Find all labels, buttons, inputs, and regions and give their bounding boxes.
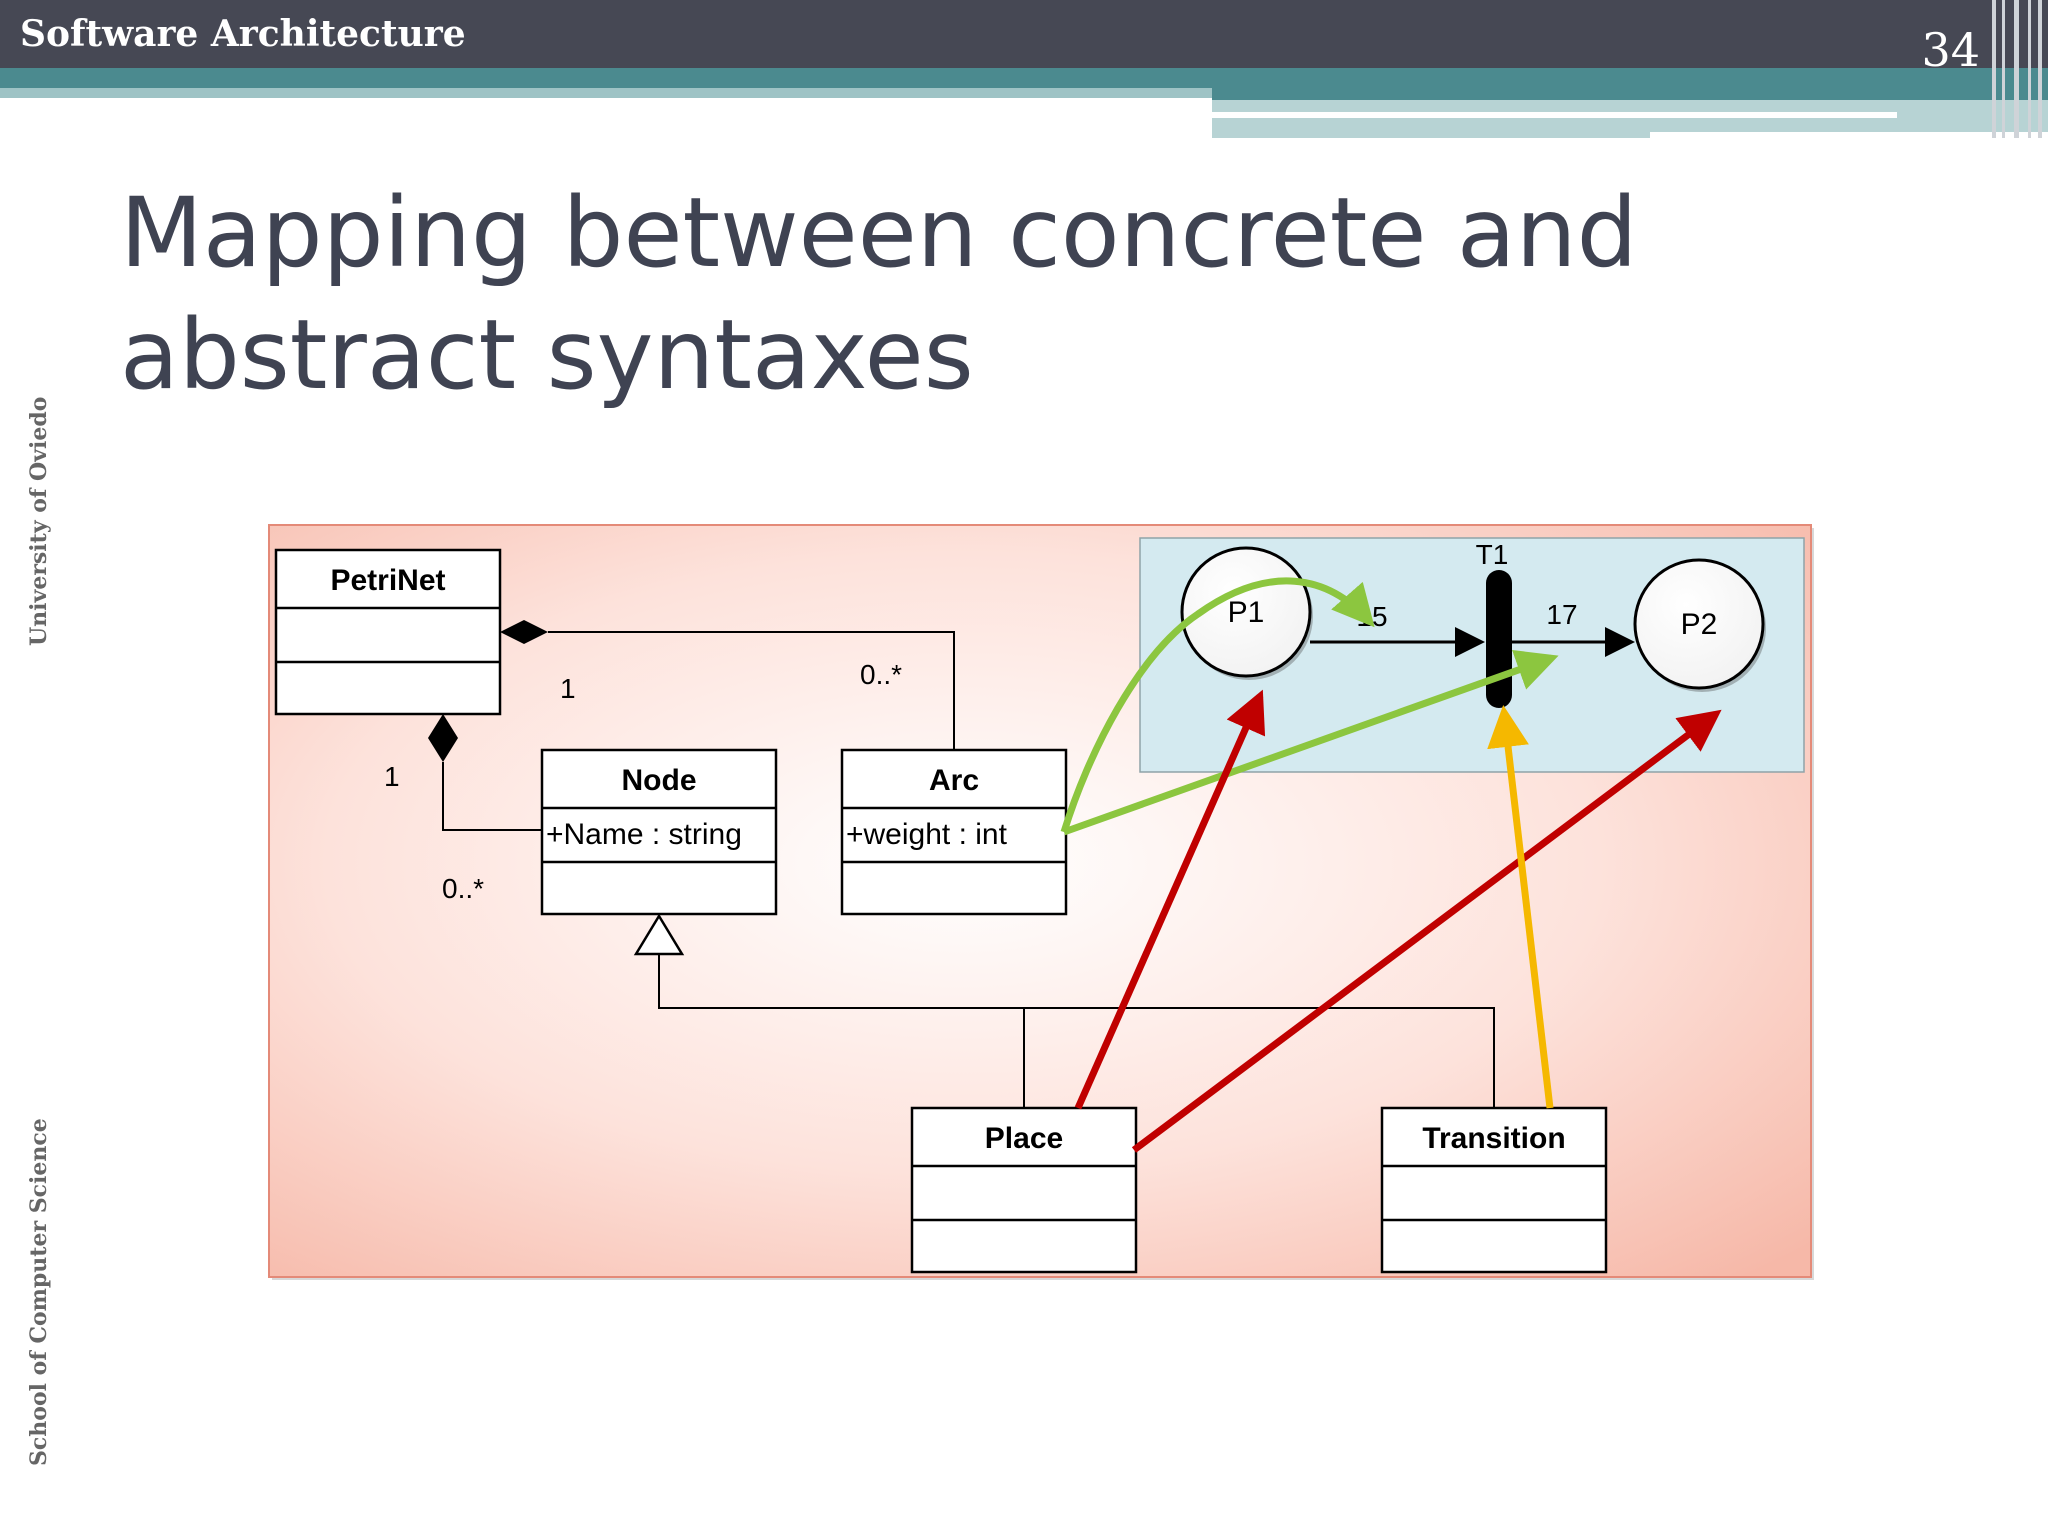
- header-accent-band: [0, 68, 1212, 88]
- class-arc: Arc +weight : int: [840, 748, 1068, 916]
- class-transition-name: Transition: [1422, 1122, 1565, 1155]
- header-accent-band-right: [1212, 68, 2048, 100]
- diagram-canvas: PetriNet Node +Name : string Arc +weight…: [268, 524, 1814, 1280]
- multiplicity-petrinet-node-one: 1: [384, 761, 400, 792]
- multiplicity-petrinet-arc-one: 1: [560, 673, 576, 704]
- petri-transition-t1-label: T1: [1476, 539, 1509, 570]
- class-arc-name: Arc: [929, 764, 979, 797]
- header-accent-line: [1212, 112, 1897, 118]
- class-place-name: Place: [985, 1122, 1063, 1155]
- mapping-diagram: PetriNet Node +Name : string Arc +weight…: [268, 524, 1816, 1284]
- slide-title: Mapping between concrete and abstract sy…: [120, 177, 1638, 411]
- course-title: Software Architecture: [20, 13, 466, 55]
- composition-petrinet-arc: [500, 620, 955, 750]
- header-vertical-stripes: [1990, 0, 2048, 138]
- header-accent-line-2: [1650, 132, 2048, 138]
- petri-arc-weight-out: 17: [1546, 599, 1577, 630]
- class-petrinet-name: PetriNet: [330, 564, 445, 597]
- class-node: Node +Name : string: [540, 748, 778, 916]
- page-number: 34: [1921, 23, 1980, 77]
- mapping-arrow-arc: [1060, 577, 1559, 836]
- class-arc-attribute: +weight : int: [846, 818, 1008, 851]
- class-node-attribute: +Name : string: [546, 818, 742, 851]
- petri-place-p2-label: P2: [1681, 608, 1718, 641]
- generalization-node: [633, 913, 1495, 1108]
- mapping-arrow-place: [1074, 689, 1722, 1153]
- header-accent-band-right-light: [1212, 100, 2048, 138]
- multiplicity-arc-many: 0..*: [860, 659, 902, 690]
- class-transition: Transition: [1380, 1106, 1608, 1274]
- multiplicity-node-many: 0..*: [442, 873, 484, 904]
- class-place: Place: [910, 1106, 1138, 1274]
- sidebar-school: School of Computer Science: [26, 1118, 52, 1466]
- class-petrinet: PetriNet: [274, 548, 502, 716]
- petri-place-p2: P2: [1633, 558, 1766, 692]
- composition-petrinet-node: [428, 714, 542, 831]
- header-accent-band-light: [0, 88, 1212, 98]
- sidebar-university: University of Oviedo: [26, 396, 52, 646]
- class-node-name: Node: [622, 764, 697, 797]
- mapping-arrow-transition: [1487, 705, 1554, 1109]
- header-bar: [0, 0, 2048, 68]
- petri-place-p1-label: P1: [1228, 596, 1265, 629]
- petri-arc-t1-p2: 17: [1512, 599, 1635, 657]
